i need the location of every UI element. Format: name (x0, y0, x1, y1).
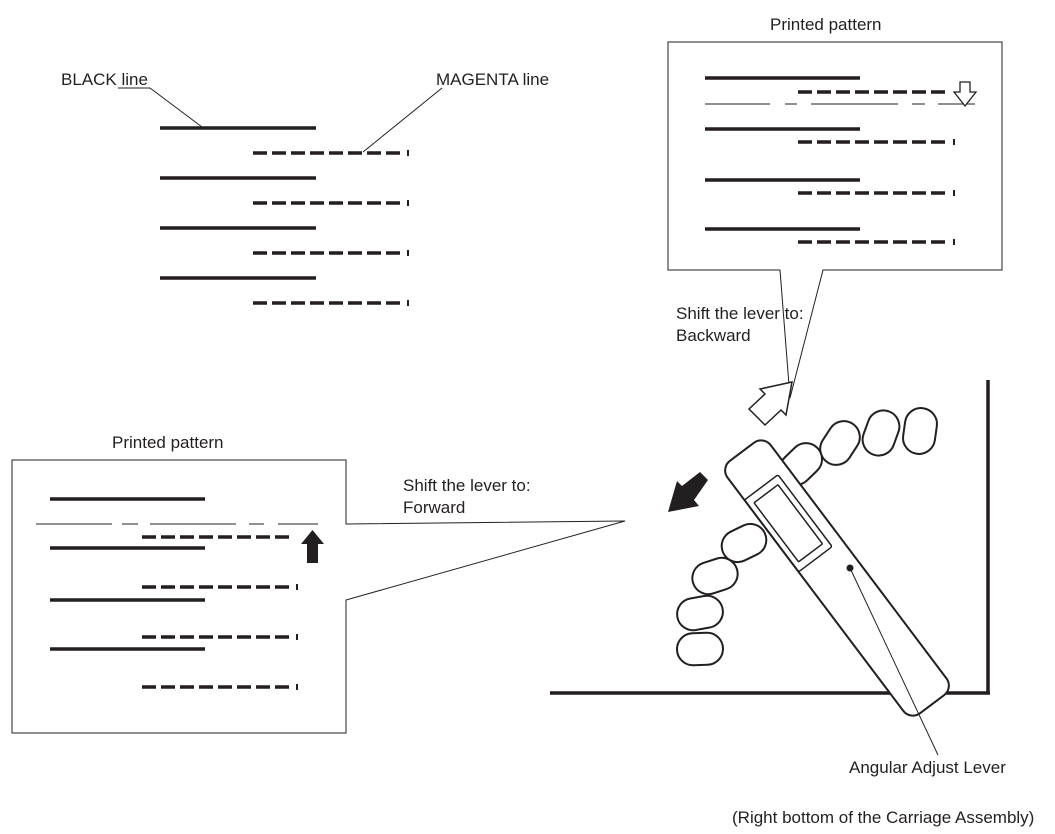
shift-forward-label-line1: Shift the lever to: (403, 476, 531, 495)
printed-pattern-left-title: Printed pattern (112, 433, 224, 452)
filled-arrow-up-icon (301, 530, 324, 563)
forward-black-lines (50, 497, 205, 651)
hollow-arrow-down-icon (952, 81, 978, 108)
backward-black-lines (705, 76, 860, 231)
lever-window-outer (744, 474, 833, 572)
magenta-line-label: MAGENTA line (436, 70, 550, 89)
hollow-arrow-up-right-icon (747, 381, 793, 427)
shift-backward-label-line2: Backward (676, 326, 751, 345)
shift-forward-label-line2: Forward (403, 498, 466, 517)
black-line-label: BLACK line (61, 70, 148, 89)
forward-callout-frame (11, 459, 626, 734)
forward-callout (11, 459, 626, 734)
reference-pattern (118, 87, 443, 306)
lever-window-inner (753, 484, 823, 563)
angular-adjust-lever (724, 439, 950, 756)
shift-backward-label-line1: Shift the lever to: (676, 304, 804, 323)
black-lines (160, 126, 316, 280)
callout-leaders (118, 87, 443, 153)
magenta-lines (253, 151, 405, 305)
lever-body (724, 439, 950, 717)
printed-pattern-top-title: Printed pattern (770, 15, 882, 34)
angular-adjust-lever-label: Angular Adjust Lever (849, 758, 1006, 777)
backward-magenta-lines (798, 90, 950, 244)
figure-caption: (Right bottom of the Carriage Assembly) (732, 808, 1035, 827)
adjustment-slots (676, 407, 938, 667)
backward-callout-frame (667, 41, 1003, 399)
lever-leader (849, 567, 939, 756)
backward-callout (667, 41, 1003, 399)
forward-magenta-lines (142, 535, 294, 689)
filled-arrow-down-left-icon (668, 472, 708, 512)
